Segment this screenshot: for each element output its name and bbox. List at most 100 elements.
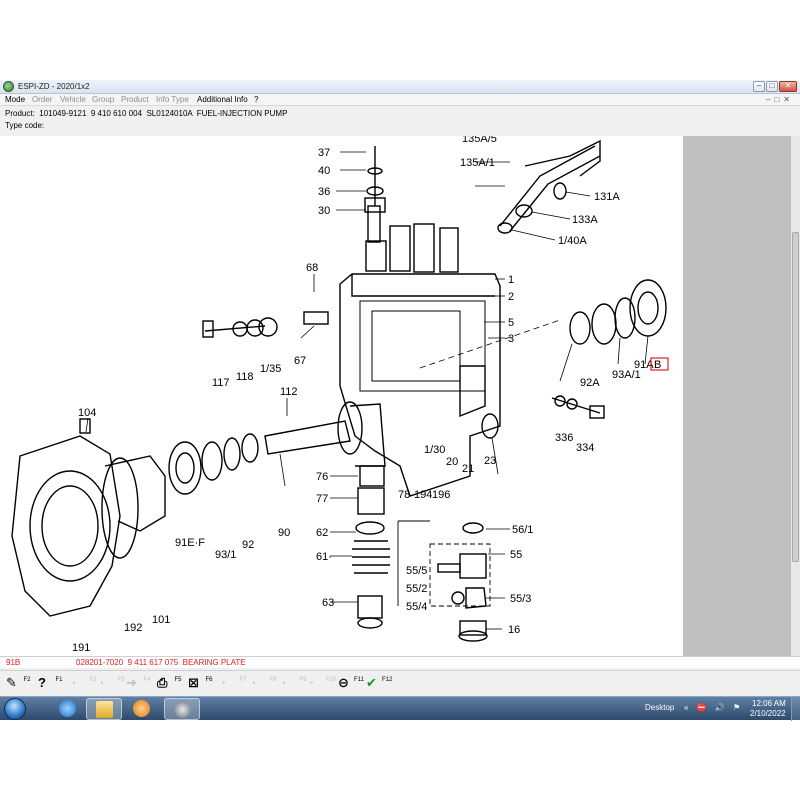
part-label-55-4[interactable]: 55/4 <box>406 601 427 613</box>
part-label-20[interactable]: 20 <box>446 456 458 468</box>
part-label-78[interactable]: 78 <box>398 489 410 501</box>
part-label-90[interactable]: 90 <box>278 527 290 539</box>
part-label-91a[interactable]: 91A <box>634 359 654 371</box>
start-button[interactable] <box>4 698 26 720</box>
part-label-104[interactable]: 104 <box>78 407 96 419</box>
part-label-40[interactable]: 40 <box>318 165 330 177</box>
fkey-f7-button[interactable]: ·F7 <box>222 675 247 690</box>
window-title: ESPI-ZD - 2020/1x2 <box>18 82 90 91</box>
part-label-b[interactable]: B <box>654 359 661 371</box>
part-label-55-5[interactable]: 55/5 <box>406 565 427 577</box>
part-label-76[interactable]: 76 <box>316 471 328 483</box>
part-label-1-35[interactable]: 1/35 <box>260 363 281 375</box>
function-key-bar: ✎F2 ?F1 ·F2 ·F3 ➜F4 ⎙F5 ⊠F6 ·F7 ·F8 ·F9 … <box>0 670 800 696</box>
close-box-icon: ⊠ <box>188 675 199 690</box>
clock-time[interactable]: 12:06 AM <box>752 699 786 708</box>
zoom-out-icon: ⊖ <box>338 675 349 690</box>
part-label-133a[interactable]: 133A <box>572 214 598 226</box>
fkey-help-button[interactable]: ?F1 <box>38 675 63 690</box>
part-label-117[interactable]: 117 <box>212 377 230 389</box>
fkey-f3-button[interactable]: ·F3 <box>100 675 125 690</box>
scrollbar-thumb[interactable] <box>792 232 799 562</box>
part-label-131a[interactable]: 131A <box>594 191 620 203</box>
part-label-336[interactable]: 336 <box>555 432 573 444</box>
menu-order[interactable]: Order <box>32 95 53 104</box>
part-label-92[interactable]: 92 <box>242 539 254 551</box>
part-label-63[interactable]: 63 <box>322 597 334 609</box>
part-label-1[interactable]: 1 <box>508 274 514 286</box>
part-label-118[interactable]: 118 <box>236 371 254 383</box>
part-label-55-2[interactable]: 55/2 <box>406 583 427 595</box>
part-label-196[interactable]: 196 <box>432 489 450 501</box>
part-label-93a-1[interactable]: 93A/1 <box>612 369 641 381</box>
menu-mode[interactable]: Mode <box>5 95 26 104</box>
part-label-1-30[interactable]: 1/30 <box>424 444 445 456</box>
menu-additional-info[interactable]: Additional Info <box>197 95 248 104</box>
maximize-button[interactable]: □ <box>766 81 778 92</box>
fkey-f2-button[interactable]: ·F2 <box>72 675 97 690</box>
fkey-confirm-button[interactable]: ✔F12 <box>366 675 393 690</box>
part-label-135a-1[interactable]: 135A/1 <box>460 157 495 169</box>
part-label-91e-f[interactable]: 91E·F <box>175 537 205 549</box>
vertical-scrollbar[interactable] <box>790 136 800 656</box>
part-label-3[interactable]: 3 <box>508 333 514 345</box>
minimize-button[interactable]: – <box>753 81 765 92</box>
menu-vehicle[interactable]: Vehicle <box>60 95 86 104</box>
menu-product[interactable]: Product <box>121 95 149 104</box>
part-label-5[interactable]: 5 <box>508 317 514 329</box>
part-label-55-3[interactable]: 55/3 <box>510 593 531 605</box>
taskbar-media-player[interactable] <box>124 698 160 720</box>
diagram-svg: 37 40 36 30 68 67 117 118 1/35 112 104 1… <box>11 136 669 654</box>
mdi-window-controls[interactable]: –□✕ <box>766 95 794 104</box>
end-cover <box>11 435 121 617</box>
taskbar-file-explorer[interactable] <box>86 698 122 720</box>
part-label-21[interactable]: 21 <box>462 463 474 475</box>
part-label-92a[interactable]: 92A <box>580 377 600 389</box>
part-label-1-40a[interactable]: 1/40A <box>558 235 587 247</box>
part-label-56-1[interactable]: 56/1 <box>512 524 533 536</box>
part-label-334[interactable]: 334 <box>576 442 594 454</box>
part-label-36[interactable]: 36 <box>318 186 330 198</box>
part-label-62[interactable]: 62 <box>316 527 328 539</box>
part-label-37[interactable]: 37 <box>318 147 330 159</box>
taskbar-internet-explorer[interactable] <box>50 698 86 720</box>
clock-date[interactable]: 2/10/2022 <box>750 709 786 718</box>
fkey-f10-button[interactable]: ·F10 <box>310 675 337 690</box>
part-label-191[interactable]: 191 <box>72 642 90 654</box>
exploded-parts-diagram[interactable]: 37 40 36 30 68 67 117 118 1/35 112 104 1… <box>0 136 683 656</box>
fkey-f9-button[interactable]: ·F9 <box>282 675 307 690</box>
fkey-zoom-out-button[interactable]: ⊖F11 <box>338 675 364 690</box>
part-label-67[interactable]: 67 <box>294 355 306 367</box>
menu-group[interactable]: Group <box>92 95 115 104</box>
part-label-2[interactable]: 2 <box>508 291 514 303</box>
part-label-93-1[interactable]: 93/1 <box>215 549 236 561</box>
menu-help[interactable]: ? <box>254 95 259 104</box>
part-label-194[interactable]: 194 <box>414 489 432 501</box>
show-desktop-button[interactable] <box>791 697 800 721</box>
fkey-close-view-button[interactable]: ⊠F6 <box>188 675 213 690</box>
part-label-112[interactable]: 112 <box>280 386 298 398</box>
part-label-192[interactable]: 192 <box>124 622 142 634</box>
part-label-23[interactable]: 23 <box>484 455 496 467</box>
system-tray-icons[interactable]: « ⛔ 🔊 ⚑ <box>684 703 744 712</box>
fkey-print-button[interactable]: ⎙F5 <box>157 675 182 690</box>
part-label-55[interactable]: 55 <box>510 549 522 561</box>
fkey-f8-button[interactable]: ·F8 <box>252 675 277 690</box>
part-label-77[interactable]: 77 <box>316 493 328 505</box>
fkey-edit-button[interactable]: ✎F2 <box>6 675 31 690</box>
part-label-16[interactable]: 16 <box>508 624 520 636</box>
close-button[interactable]: ✕ <box>779 81 797 92</box>
fkey-f4-button[interactable]: ➜F4 <box>126 675 151 690</box>
taskbar: Desktop « ⛔ 🔊 ⚑ 12:06 AM 2/10/2022 <box>0 696 800 721</box>
part-label-135a-5[interactable]: 135A/5 <box>462 136 497 145</box>
part-label-61[interactable]: 61· <box>316 551 332 563</box>
part-label-30[interactable]: 30 <box>318 205 330 217</box>
selected-callout[interactable] <box>650 357 669 371</box>
desktop-toolbar-label[interactable]: Desktop <box>645 703 675 712</box>
part-label-68[interactable]: 68 <box>306 262 318 274</box>
side-panel <box>683 136 790 656</box>
espi-app-icon <box>174 701 191 718</box>
taskbar-espi-app[interactable] <box>164 698 200 720</box>
menu-info-type[interactable]: Info Type <box>156 95 189 104</box>
part-label-101[interactable]: 101 <box>152 614 170 626</box>
